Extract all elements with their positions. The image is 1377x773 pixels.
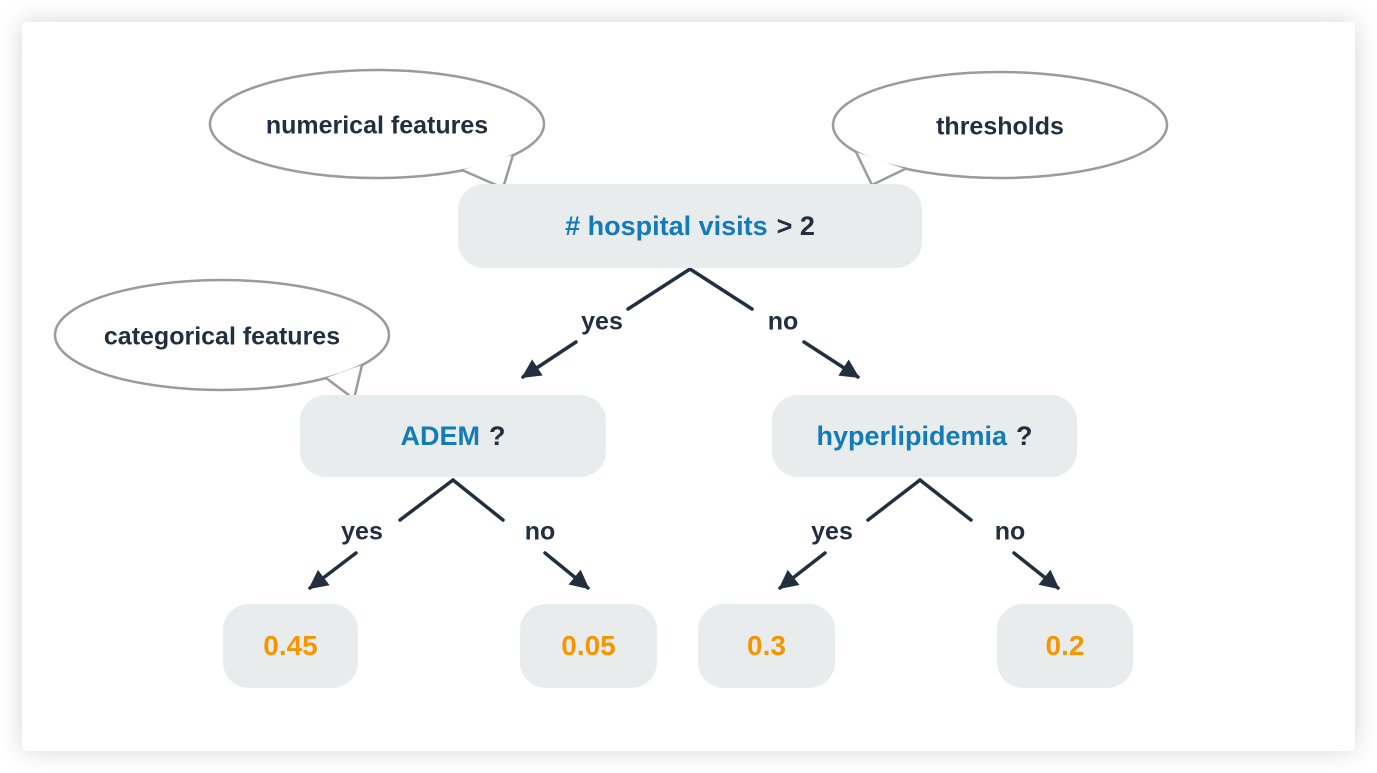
leaf-node-1: 0.45 xyxy=(223,604,358,688)
edge-label-hyper-yes: yes xyxy=(811,517,853,546)
edge-root-no-upper xyxy=(688,267,754,311)
edge-label-hyper-no: no xyxy=(994,517,1026,546)
edge-label-adem-no: no xyxy=(524,517,556,546)
edge-adem-yes-upper xyxy=(398,478,455,522)
edge-root-yes-upper xyxy=(626,267,692,311)
adem-feature-text: ADEM xyxy=(400,420,481,451)
callout-bubble-thresholds xyxy=(831,70,1169,180)
edge-hyper-no-arrow xyxy=(1012,551,1060,590)
edge-label-root-yes: yes xyxy=(581,307,623,336)
leaf-node-2: 0.05 xyxy=(520,604,657,688)
tree-node-hyperlipidemia: hyperlipidemia ? xyxy=(772,395,1077,477)
callout-label-thresholds: thresholds xyxy=(936,112,1064,141)
edge-adem-yes-arrow xyxy=(308,551,358,590)
edge-adem-no-arrow xyxy=(543,551,590,590)
leaf-node-4: 0.2 xyxy=(997,604,1133,688)
root-feature-text: # hospital visits xyxy=(565,210,768,241)
edge-label-adem-yes: yes xyxy=(341,517,383,546)
edge-label-root-no: no xyxy=(767,307,799,336)
leaf-node-3: 0.3 xyxy=(698,604,835,688)
callout-label-categorical: categorical features xyxy=(103,322,341,351)
hyperlipidemia-feature-text: hyperlipidemia xyxy=(816,420,1008,451)
callout-label-numerical: numerical features xyxy=(265,111,489,140)
adem-question-mark: ? xyxy=(489,420,506,451)
root-threshold-text: > 2 xyxy=(776,210,815,241)
edge-adem-no-upper xyxy=(451,478,505,522)
edge-hyper-yes-arrow xyxy=(778,551,827,590)
edge-root-yes-arrow xyxy=(521,340,578,379)
edge-hyper-no-upper xyxy=(918,478,973,522)
edge-hyper-yes-upper xyxy=(866,478,922,522)
tree-node-root: # hospital visits > 2 xyxy=(458,184,922,268)
callout-bubble-numerical xyxy=(208,68,546,180)
tree-node-adem: ADEM ? xyxy=(300,395,606,477)
edge-root-no-arrow xyxy=(802,340,860,379)
callout-bubble-categorical xyxy=(53,278,391,392)
hyperlipidemia-question-mark: ? xyxy=(1016,420,1033,451)
